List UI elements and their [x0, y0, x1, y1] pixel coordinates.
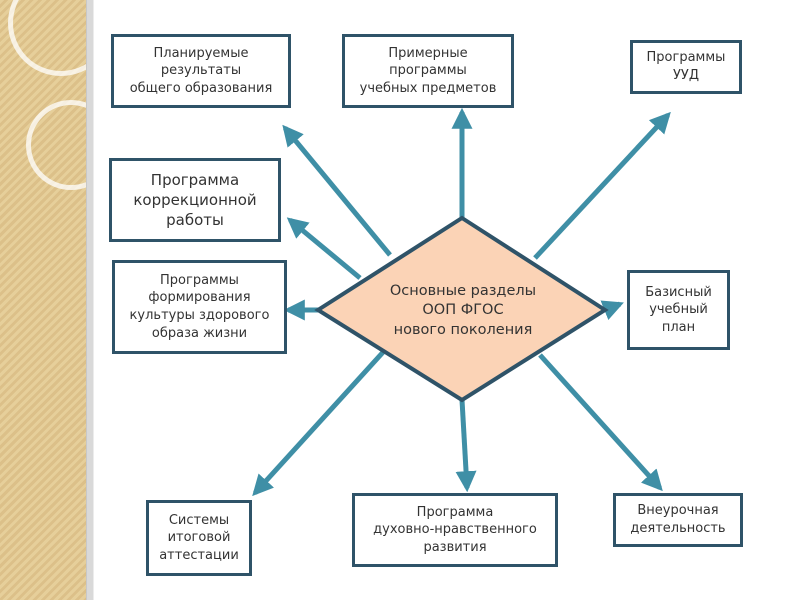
arrow-to-correction-program	[286, 217, 362, 280]
arrow-to-basic-plan	[600, 300, 624, 320]
box-correction-program: Программа коррекционной работы	[109, 158, 281, 242]
center-diamond	[314, 215, 609, 403]
center-label: Основные разделы ООП ФГОС нового поколен…	[389, 282, 537, 338]
arrow-to-final-attestation	[252, 348, 387, 497]
arrow-to-extracurricular	[538, 353, 663, 492]
arrow-to-uud-programs	[533, 111, 671, 260]
box-final-attestation: Системы итоговой аттестации	[146, 500, 252, 576]
decorative-divider	[86, 0, 94, 600]
box-spiritual-moral: Программа духовно-нравственного развития	[352, 493, 558, 567]
box-health-culture: Программы формирования культуры здоровог…	[112, 260, 287, 354]
box-basic-plan: Базисный учебный план	[627, 270, 730, 350]
decorative-side-band	[0, 0, 116, 600]
box-uud-programs: Программы УУД	[630, 40, 742, 94]
decorative-circle	[26, 100, 116, 190]
box-sample-programs: Примерные программы учебных предметов	[342, 34, 514, 108]
arrow-to-planned-results	[282, 124, 392, 257]
box-planned-results: Планируемые результаты общего образовани…	[111, 34, 291, 108]
arrow-to-spiritual-moral	[455, 399, 477, 493]
box-extracurricular: Внеурочная деятельность	[613, 493, 743, 547]
